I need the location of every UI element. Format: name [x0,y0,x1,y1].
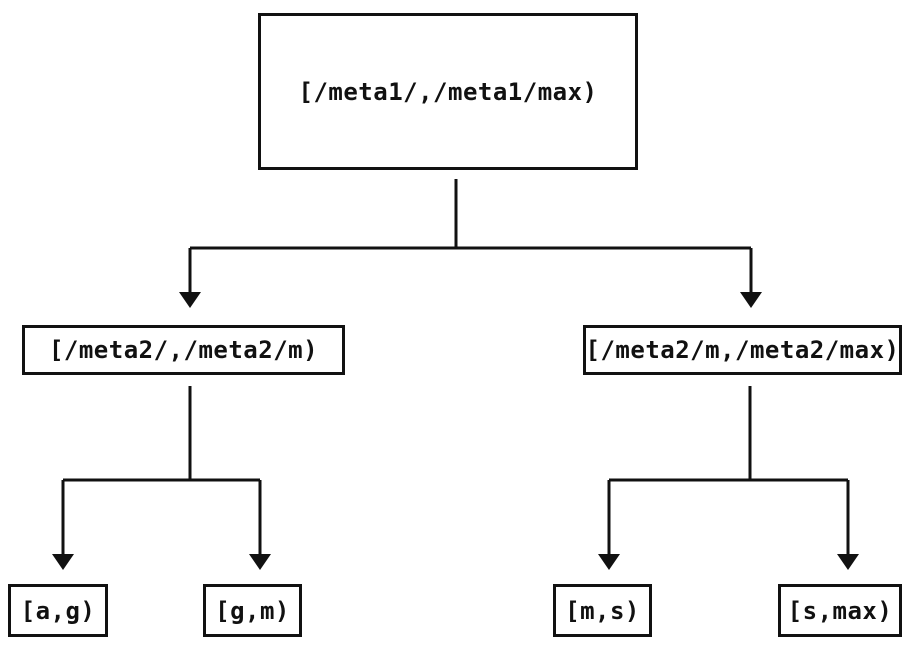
arrowhead-to-leaf-smax-icon [837,554,859,570]
arrowhead-to-left-icon [179,292,201,308]
node-leaf-smax: [s,max) [778,584,902,637]
node-root-range: [/meta1/,/meta1/max) [258,13,638,170]
edge-lines [61,179,850,554]
node-right-range: [/meta2/m,/meta2/max) [583,325,902,375]
node-leaf-ms: [m,s) [553,584,652,637]
node-leaf-ag: [a,g) [8,584,108,637]
arrowhead-to-leaf-ms-icon [598,554,620,570]
node-leaf-gm: [g,m) [203,584,302,637]
arrowhead-to-right-icon [740,292,762,308]
arrowhead-to-leaf-gm-icon [249,554,271,570]
node-left-range: [/meta2/,/meta2/m) [22,325,345,375]
arrowhead-to-leaf-ag-icon [52,554,74,570]
edge-arrowheads [52,292,859,570]
